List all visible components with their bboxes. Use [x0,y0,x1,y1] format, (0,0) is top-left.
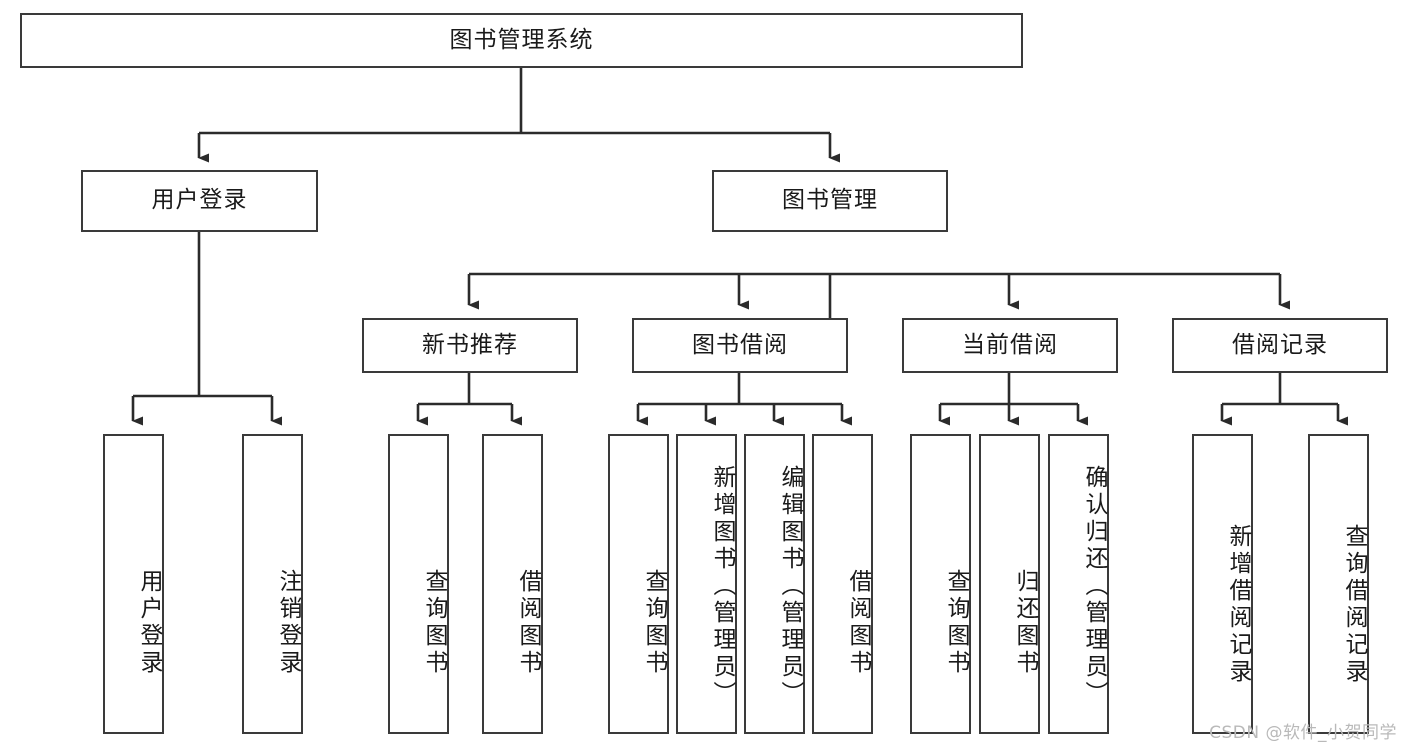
node-book-manage[interactable]: 图书管理 [712,170,948,232]
node-current-borrow-label: 当前借阅 [962,331,1058,358]
leaf-return-book[interactable]: 归还图书 [979,434,1040,734]
leaf-user-login[interactable]: 用户登录 [103,434,164,734]
leaf-query-record-label: 查询借阅记录 [1341,524,1367,686]
leaf-query-book-2[interactable]: 查询图书 [608,434,669,734]
node-new-book-recommend[interactable]: 新书推荐 [362,318,578,373]
leaf-confirm-return[interactable]: 确认归还（管理员） [1048,434,1109,734]
node-root-label: 图书管理系统 [449,26,594,53]
leaf-query-book-2-label: 查询图书 [641,569,667,677]
leaf-user-login-label: 用户登录 [136,569,162,677]
node-user-login-label: 用户登录 [151,187,248,214]
leaf-borrow-book-2[interactable]: 借阅图书 [812,434,873,734]
leaf-user-logout-label: 注销登录 [275,569,301,677]
leaf-borrow-book-1[interactable]: 借阅图书 [482,434,543,734]
node-user-login[interactable]: 用户登录 [81,170,318,232]
leaf-edit-book[interactable]: 编辑图书（管理员） [744,434,805,734]
leaf-edit-book-label: 编辑图书（管理员） [777,464,803,708]
node-book-borrow-label: 图书借阅 [692,331,788,358]
node-root[interactable]: 图书管理系统 [20,13,1023,68]
leaf-query-book-1[interactable]: 查询图书 [388,434,449,734]
node-book-manage-label: 图书管理 [782,187,878,214]
leaf-query-book-3-label: 查询图书 [943,569,969,677]
node-new-book-recommend-label: 新书推荐 [422,331,518,358]
leaf-confirm-return-label: 确认归还（管理员） [1081,464,1107,708]
leaf-query-book-3[interactable]: 查询图书 [910,434,971,734]
node-borrow-record-label: 借阅记录 [1232,331,1328,358]
leaf-add-book-label: 新增图书（管理员） [709,464,735,708]
node-book-borrow[interactable]: 图书借阅 [632,318,848,373]
leaf-add-record-label: 新增借阅记录 [1225,524,1251,686]
node-borrow-record[interactable]: 借阅记录 [1172,318,1388,373]
leaf-borrow-book-1-label: 借阅图书 [515,569,541,677]
leaf-add-book[interactable]: 新增图书（管理员） [676,434,737,734]
leaf-borrow-book-2-label: 借阅图书 [845,569,871,677]
leaf-query-book-1-label: 查询图书 [421,569,447,677]
leaf-add-record[interactable]: 新增借阅记录 [1192,434,1253,734]
leaf-user-logout[interactable]: 注销登录 [242,434,303,734]
leaf-query-record[interactable]: 查询借阅记录 [1308,434,1369,734]
leaf-return-book-label: 归还图书 [1012,569,1038,677]
csdn-watermark: CSDN @软件_小贺同学 [1209,723,1397,743]
node-current-borrow[interactable]: 当前借阅 [902,318,1118,373]
